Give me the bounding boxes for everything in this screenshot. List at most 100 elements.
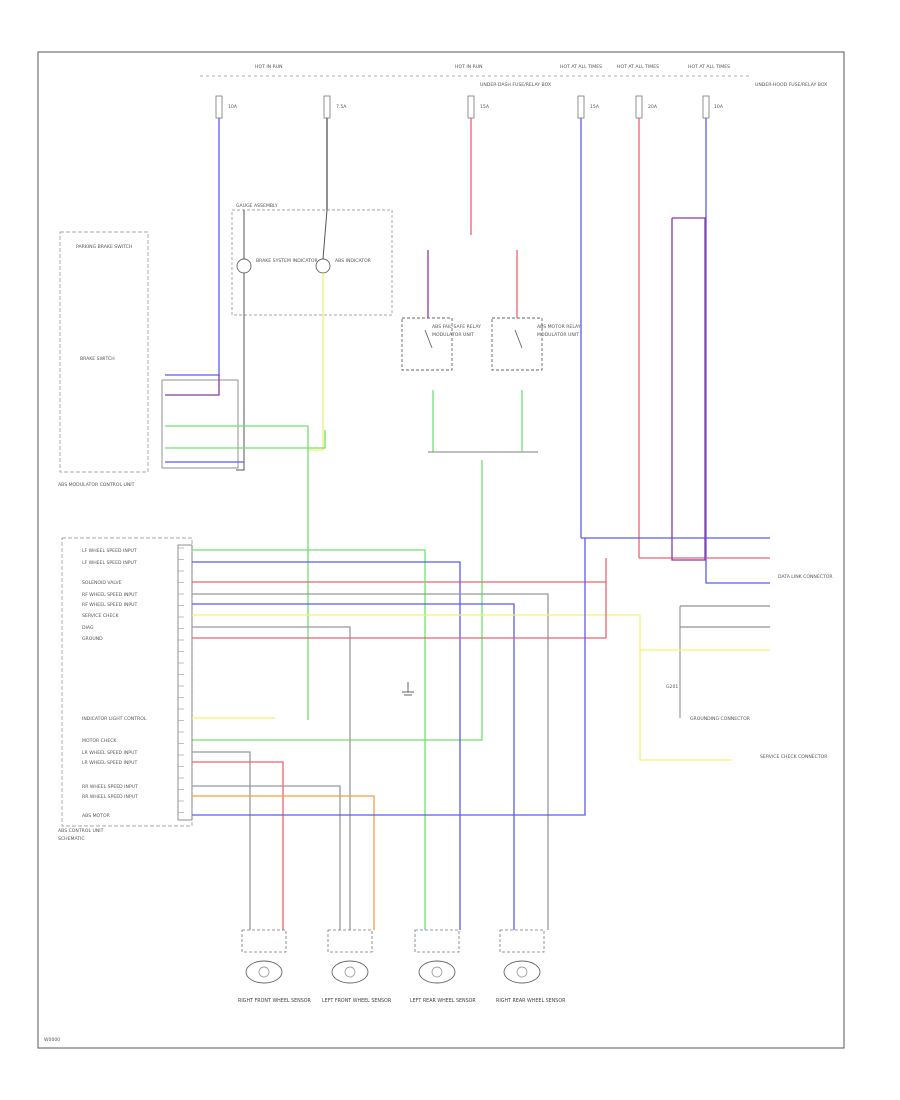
- top-source-labels: HOT IN RUN HOT IN RUN HOT AT ALL TIMES H…: [255, 64, 730, 70]
- wire-blue-fuse6: [705, 118, 770, 584]
- brake-lamp-wire: [236, 273, 245, 471]
- source-label: HOT AT ALL TIMES: [688, 64, 730, 70]
- control-unit-pin-label: MOTOR CHECK: [82, 738, 117, 744]
- control-unit-pins: LF WHEEL SPEED INPUT LF WHEEL SPEED INPUT…: [82, 547, 184, 819]
- gauge-feed-abs: [322, 209, 328, 260]
- control-unit-pin-label: RF WHEEL SPEED INPUT: [82, 602, 138, 608]
- control-unit-wires: [192, 538, 732, 930]
- source-label: HOT AT ALL TIMES: [560, 64, 602, 70]
- wire-gray-cu4: [192, 593, 549, 930]
- wire-blue-cu2: [192, 561, 461, 930]
- control-unit-pin-label: LF WHEEL SPEED INPUT: [82, 560, 137, 566]
- control-unit-pin-label: RR WHEEL SPEED INPUT: [82, 784, 138, 790]
- control-unit-pin-label: INDICATOR LIGHT CONTROL: [82, 716, 147, 722]
- wheel-sensor-label: RIGHT FRONT WHEEL SENSOR: [238, 998, 312, 1004]
- fuse-rating: 15A: [480, 104, 490, 110]
- wheel-sensors: [241, 929, 545, 984]
- fail-safe-contact: [424, 329, 433, 349]
- wheel-sensor-label: LEFT FRONT WHEEL SENSOR: [322, 998, 392, 1004]
- abs-indicator-bulb: [315, 258, 331, 274]
- fuse-rating: 7.5A: [336, 104, 347, 110]
- gauge-assembly-box: [231, 209, 393, 316]
- fail-safe-relay-box: [401, 317, 453, 371]
- control-unit-pin-label: LR WHEEL SPEED INPUT: [82, 750, 137, 756]
- scs-label: SERVICE CHECK CONNECTOR: [760, 754, 828, 760]
- abs-lamp-wire-yellow: [308, 273, 324, 451]
- left-connector-block: [161, 379, 239, 469]
- wheel-sensor-label: RIGHT REAR WHEEL SENSOR: [496, 998, 566, 1004]
- page-code: W0000: [44, 1037, 60, 1043]
- wheel-sensor-2: [327, 929, 373, 984]
- fuse-rating: 10A: [714, 104, 724, 110]
- motor-contact: [514, 329, 523, 349]
- wire-yellow-cu6: [192, 614, 732, 761]
- wire-red-cu8: [192, 582, 607, 639]
- source-label: HOT IN RUN: [255, 64, 283, 70]
- control-unit-pin-label: SOLENOID VALVE: [82, 580, 122, 586]
- dlc-label: DATA LINK CONNECTOR: [778, 574, 833, 580]
- parking-brake-module: [59, 231, 149, 473]
- control-unit-pin-label: DIAG: [82, 625, 94, 631]
- fuse-rating: 10A: [228, 104, 238, 110]
- gauge-assembly-label: GAUGE ASSEMBLY: [236, 203, 278, 209]
- grounding-label: GROUNDING CONNECTOR: [690, 716, 751, 722]
- fuse-1: [215, 95, 223, 119]
- fuse-rating: 20A: [648, 104, 658, 110]
- relay-motor: [491, 317, 543, 371]
- control-unit-pin-label: RR WHEEL SPEED INPUT: [82, 794, 138, 800]
- wire-green-down: [192, 460, 483, 741]
- control-unit-pin-strip: [177, 544, 193, 821]
- fuse-6: [702, 95, 710, 119]
- control-unit-footer: ABS CONTROL UNIT: [58, 828, 104, 834]
- motor-relay-box: [491, 317, 543, 371]
- wheel-sensor-1: [241, 929, 287, 984]
- wire-green-left-b: [165, 430, 326, 449]
- wire-purple-left: [165, 375, 220, 396]
- fuse-2: [323, 95, 331, 119]
- fuse-4: [577, 95, 585, 119]
- wire-orange-cu14: [192, 795, 375, 930]
- fuse-rating: 15A: [590, 104, 600, 110]
- brake-switch-label: BRAKE SWITCH: [80, 356, 115, 362]
- fuse-3: [467, 95, 475, 119]
- left-module-footer: ABS MODULATOR CONTROL UNIT: [58, 482, 135, 488]
- ground-symbol: [402, 682, 414, 696]
- wire-red-cu12: [192, 761, 284, 930]
- control-unit-pin-label: ABS MOTOR: [82, 813, 111, 819]
- wire-green-left-a: [165, 425, 309, 720]
- wire-blue-cu5: [192, 603, 515, 930]
- wheel-sensor-label: LEFT REAR WHEEL SENSOR: [410, 998, 476, 1004]
- relay-wires: [192, 250, 538, 741]
- control-unit-pin-label: SERVICE CHECK: [82, 613, 120, 619]
- fuse-box-note: UNDER-HOOD FUSE/RELAY BOX: [755, 82, 827, 88]
- relay-fail-safe: [401, 317, 453, 371]
- brake-indicator-label: BRAKE SYSTEM INDICATOR: [256, 258, 319, 264]
- source-label: HOT AT ALL TIMES: [617, 64, 659, 70]
- abs-indicator-label: ABS INDICATOR: [335, 258, 372, 264]
- control-unit-pin-label: RF WHEEL SPEED INPUT: [82, 592, 138, 598]
- main-feed-wires: [165, 118, 770, 584]
- wire-gray-cu13: [192, 785, 341, 930]
- wire-gray-cu7: [192, 626, 351, 930]
- motor-relay-label: ABS MOTOR RELAY: [537, 324, 581, 330]
- wheel-sensor-4: [499, 929, 545, 984]
- wheel-sensor-labels: RIGHT FRONT WHEEL SENSOR LEFT FRONT WHEE…: [238, 998, 566, 1004]
- right-connectors: [640, 605, 770, 718]
- control-unit-pin-label: LF WHEEL SPEED INPUT: [82, 548, 137, 554]
- motor-note: MODULATOR UNIT: [537, 332, 579, 338]
- brake-indicator-bulb: [236, 258, 252, 274]
- ground-point-label: G201: [666, 684, 678, 690]
- right-feed-wires: [192, 217, 770, 583]
- wire-gray-cu11: [192, 751, 251, 930]
- wire-blue-left: [165, 118, 220, 376]
- wire-purple-right: [671, 217, 706, 561]
- diagram-border: [37, 51, 845, 1049]
- dash-fuse-note: UNDER-DASH FUSE/RELAY BOX: [480, 82, 551, 88]
- wheel-sensor-3: [414, 929, 460, 984]
- control-unit-pin-label: GROUND: [82, 636, 103, 642]
- parking-brake-title: PARKING BRAKE SWITCH: [76, 244, 132, 250]
- wire-green-cu1: [192, 549, 426, 930]
- source-label: HOT IN RUN: [455, 64, 483, 70]
